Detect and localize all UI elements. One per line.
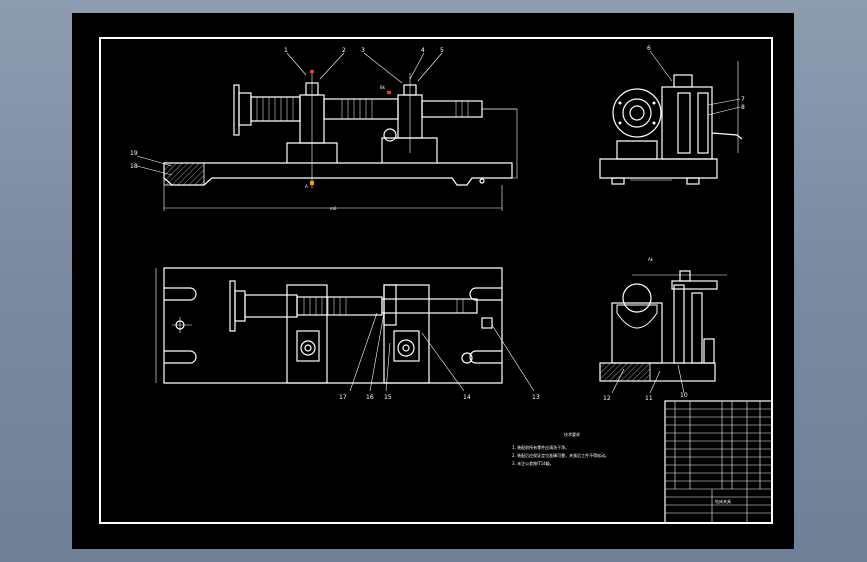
callout-15: 15 <box>384 394 392 401</box>
callout-13: 13 <box>532 394 540 401</box>
callout-8: 8 <box>741 104 745 111</box>
notes-line-3: 3. 未注公差按IT14级。 <box>512 460 554 466</box>
callout-14: 14 <box>463 394 471 401</box>
title-block-name: 钻床夹具 <box>715 498 731 504</box>
callout-6: 6 <box>647 45 651 52</box>
svg-text:Bk: Bk <box>380 85 386 90</box>
callout-1: 1 <box>284 47 288 54</box>
notes-heading: 技术要求 <box>564 431 580 437</box>
callout-12: 12 <box>603 395 611 402</box>
plan-view <box>155 267 503 384</box>
side-bottom-callouts: 12 11 10 <box>603 364 688 402</box>
cad-drawing: A m6 Bk 1 2 3 4 5 19 18 <box>99 37 773 524</box>
front-view: A m6 Bk <box>163 70 518 211</box>
technical-notes: 技术要求 1. 装配前所有零件应清洗干净。 2. 装配后应保证定位准确可靠，夹紧… <box>512 431 609 466</box>
callout-5: 5 <box>440 47 444 54</box>
callout-11: 11 <box>645 395 653 402</box>
svg-text:m6: m6 <box>330 206 337 211</box>
callout-7: 7 <box>741 96 745 103</box>
side-view-top <box>599 61 743 185</box>
side-view-bottom: Ak <box>599 257 727 382</box>
callout-16: 16 <box>366 394 374 401</box>
notes-line-1: 1. 装配前所有零件应清洗干净。 <box>512 444 569 450</box>
svg-text:Ak: Ak <box>648 257 654 262</box>
callout-19: 19 <box>130 150 138 157</box>
drawing-viewport[interactable]: A m6 Bk 1 2 3 4 5 19 18 <box>72 13 794 549</box>
callout-4: 4 <box>421 47 425 54</box>
title-block: 钻床夹具 <box>664 400 773 524</box>
side-top-callouts: 6 7 8 <box>647 45 745 116</box>
front-callouts: 1 2 3 4 5 19 18 <box>130 47 444 176</box>
svg-text:A: A <box>305 184 308 189</box>
callout-18: 18 <box>130 163 138 170</box>
callout-17: 17 <box>339 394 347 401</box>
callout-3: 3 <box>361 47 365 54</box>
drawing-frame <box>99 37 773 524</box>
plan-callouts: 17 16 15 14 13 <box>339 312 540 401</box>
callout-10: 10 <box>680 392 688 399</box>
notes-line-2: 2. 装配后应保证定位准确可靠，夹紧后工件不得松动。 <box>512 452 609 458</box>
callout-2: 2 <box>342 47 346 54</box>
